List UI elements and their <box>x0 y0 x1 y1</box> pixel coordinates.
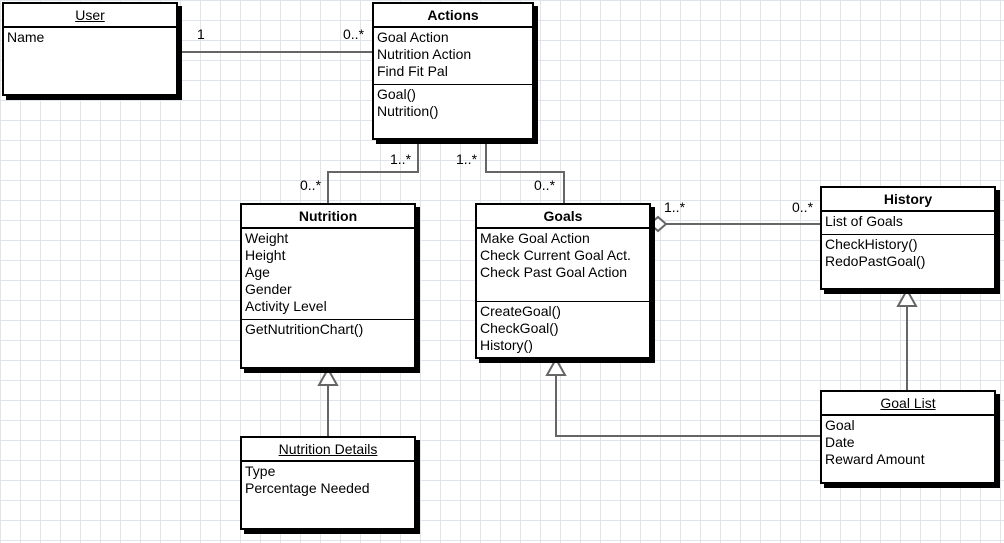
attribute: Check Past Goal Action <box>480 264 628 280</box>
class-goal-list[interactable]: Goal List Goal Date Reward Amount <box>820 390 996 484</box>
multiplicity-actions-goals-upper: 1..* <box>456 151 478 167</box>
class-nutrition-details[interactable]: Nutrition Details Type Percentage Needed <box>240 436 416 530</box>
attribute: Check Current Goal Act. <box>480 247 631 263</box>
attribute: Goal Action <box>377 29 449 45</box>
attribute: Gender <box>245 281 292 297</box>
attribute-section: Goal Action Nutrition Action Find Fit Pa… <box>374 28 532 85</box>
operation: History() <box>480 337 533 353</box>
multiplicity-actions-goals-lower: 0..* <box>534 177 556 193</box>
class-name: Goal List <box>880 395 936 411</box>
attribute: Age <box>245 264 270 280</box>
multiplicity-actions-end: 0..* <box>343 26 365 42</box>
class-name: User <box>75 7 105 23</box>
multiplicity-goals-history-history-end: 0..* <box>792 199 814 215</box>
class-user[interactable]: User Name <box>2 2 178 96</box>
attribute-section: Weight Height Age Gender Activity Level <box>242 229 414 320</box>
attribute: Reward Amount <box>825 451 925 467</box>
class-actions[interactable]: Actions Goal Action Nutrition Action Fin… <box>372 2 534 140</box>
attribute: List of Goals <box>825 213 903 229</box>
class-title: User <box>4 4 176 28</box>
class-title: Nutrition <box>242 205 414 229</box>
generalization-arrowhead-nutrition <box>317 366 339 386</box>
operation: Goal() <box>377 86 416 102</box>
multiplicity-user-end: 1 <box>197 26 205 42</box>
generalization-arrowhead-goals <box>545 356 567 376</box>
assoc-actions-nutrition <box>327 140 419 203</box>
attribute: Height <box>245 247 286 263</box>
class-title: History <box>822 188 994 212</box>
operation-section: GetNutritionChart() <box>242 320 414 340</box>
attribute: Date <box>825 434 855 450</box>
attribute: Weight <box>245 230 289 246</box>
operation: CheckGoal() <box>480 320 559 336</box>
multiplicity-actions-nutrition-upper: 1..* <box>390 151 412 167</box>
operation-section: Goal() Nutrition() <box>374 85 532 122</box>
operation: GetNutritionChart() <box>245 321 364 337</box>
attribute: Find Fit Pal <box>377 63 448 79</box>
gen-goallist-goals <box>555 375 820 437</box>
multiplicity-actions-nutrition-lower: 0..* <box>300 177 322 193</box>
attribute: Type <box>245 463 276 479</box>
operation-section: CreateGoal() CheckGoal() History() <box>477 302 649 356</box>
attribute: Make Goal Action <box>480 230 590 246</box>
class-title: Nutrition Details <box>242 438 414 462</box>
aggregation-diamond <box>648 215 668 233</box>
attribute-section: List of Goals <box>822 212 994 235</box>
class-title: Goals <box>477 205 649 229</box>
attribute: Percentage Needed <box>245 480 370 496</box>
attribute: Activity Level <box>245 298 327 314</box>
multiplicity-goals-history-goals-end: 1..* <box>664 199 686 215</box>
operation-section: CheckHistory() RedoPastGoal() <box>822 235 994 272</box>
operation: CheckHistory() <box>825 236 918 252</box>
class-nutrition[interactable]: Nutrition Weight Height Age Gender Activ… <box>240 203 416 369</box>
attribute-section: Goal Date Reward Amount <box>822 416 994 470</box>
attribute: Name <box>7 29 45 45</box>
class-history[interactable]: History List of Goals CheckHistory() Red… <box>820 186 996 290</box>
attribute-section: Type Percentage Needed <box>242 462 414 499</box>
attribute: Goal <box>825 417 855 433</box>
operation: Nutrition() <box>377 103 439 119</box>
class-goals[interactable]: Goals Make Goal Action Check Current Goa… <box>475 203 651 359</box>
attribute-section: Make Goal Action Check Current Goal Act.… <box>477 229 649 302</box>
class-title: Actions <box>374 4 532 28</box>
class-title: Goal List <box>822 392 994 416</box>
assoc-actions-goals <box>485 140 565 203</box>
attribute-section: Name <box>4 28 176 48</box>
operation: RedoPastGoal() <box>825 253 926 269</box>
attribute: Nutrition Action <box>377 46 472 62</box>
class-name: Nutrition Details <box>278 441 378 457</box>
generalization-arrowhead-history <box>896 287 918 307</box>
operation: CreateGoal() <box>480 303 561 319</box>
